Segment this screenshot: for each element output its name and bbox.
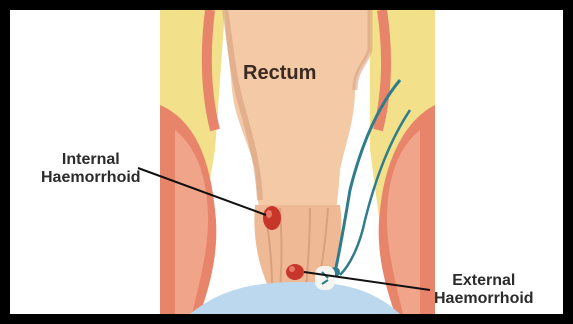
external-label-line2: Haemorrhoid <box>434 290 534 308</box>
external-haemorrhoid <box>286 264 304 280</box>
rectum-label: Rectum <box>243 62 316 85</box>
internal-label-line2: Haemorrhoid <box>41 169 141 187</box>
external-label-line1: External <box>434 272 534 290</box>
internal-haemorrhoid-label: Internal Haemorrhoid <box>41 151 141 188</box>
external-haemorrhoid-label: External Haemorrhoid <box>434 272 534 309</box>
diagram-panel: Rectum Internal Haemorrhoid External Hae… <box>10 10 563 314</box>
skin-surface <box>190 282 400 314</box>
internal-haemorrhoid <box>263 206 281 230</box>
internal-label-line1: Internal <box>41 151 141 169</box>
